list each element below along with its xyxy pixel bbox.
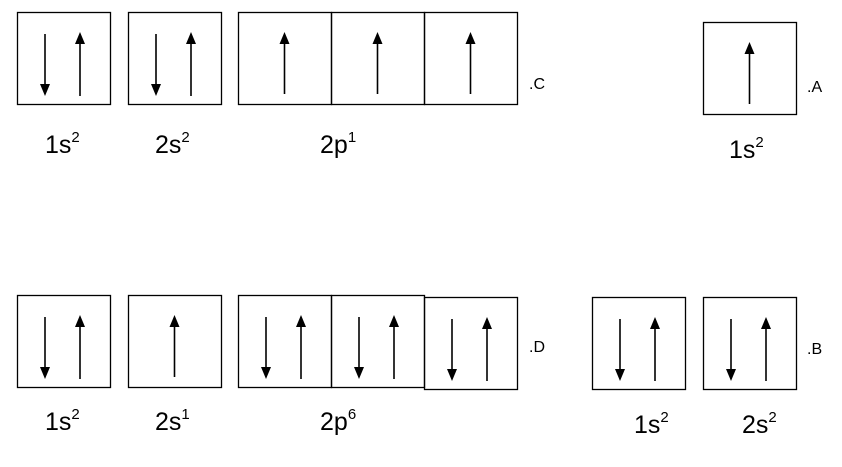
label-b-1s: 1s2 <box>634 409 669 439</box>
electron-up-arrow-icon-head <box>465 32 476 44</box>
option-a-tag: .A <box>807 79 823 96</box>
electron-down-arrow-icon-head <box>447 369 457 381</box>
label-b-2s: 2s2 <box>742 409 777 439</box>
electron-up-arrow-icon-head <box>744 42 755 54</box>
orbital-box-c-2s-1 <box>127 11 223 106</box>
electron-up-arrow-icon-head <box>75 32 85 44</box>
electron-up-arrow-icon-head <box>186 32 196 44</box>
label-c-2s: 2s2 <box>155 129 190 159</box>
electron-down-arrow-icon-head <box>40 367 50 379</box>
label-d-2p: 2p6 <box>320 406 357 436</box>
orbital-box-b-1s-1 <box>591 296 687 391</box>
electron-down-arrow-icon-head <box>615 369 625 381</box>
label-c-2p: 2p1 <box>320 129 357 159</box>
electron-up-arrow-icon-head <box>75 315 85 327</box>
electron-up-arrow-icon-head <box>372 32 383 44</box>
electron-up-arrow-icon-head <box>650 317 660 329</box>
label-d-2s: 2s1 <box>155 406 190 436</box>
electron-up-arrow-icon-head <box>482 317 492 329</box>
electron-up-arrow-icon-head <box>389 315 399 327</box>
electron-up-arrow-icon-head <box>279 32 290 44</box>
orbital-box-d-1s-1 <box>16 294 112 389</box>
orbital-box-d-2p-3 <box>423 296 519 391</box>
orbital-box-c-2p-3 <box>423 11 519 106</box>
electron-down-arrow-icon-head <box>354 367 364 379</box>
option-d-tag: .D <box>529 339 545 356</box>
electron-down-arrow-icon-head <box>40 84 50 96</box>
electron-down-arrow-icon-head <box>151 84 161 96</box>
option-c-tag: .C <box>529 76 545 93</box>
label-a-1s: 1s2 <box>729 134 764 164</box>
electron-down-arrow-icon-head <box>726 369 736 381</box>
electron-up-arrow-icon-head <box>296 315 306 327</box>
orbital-box-d-2p-2 <box>330 294 426 389</box>
orbital-box-d-2s-1 <box>127 294 223 389</box>
electron-up-arrow-icon-head <box>761 317 771 329</box>
option-b-tag: .B <box>807 341 823 358</box>
electron-up-arrow-icon-head <box>169 315 180 327</box>
orbital-box-c-1s-1 <box>16 11 112 106</box>
orbital-box-b-2s-1 <box>702 296 798 391</box>
orbital-box-a-1s-1 <box>702 21 798 116</box>
orbital-box-d-2p-1 <box>237 294 333 389</box>
electron-down-arrow-icon-head <box>261 367 271 379</box>
label-c-1s: 1s2 <box>45 129 80 159</box>
label-d-1s: 1s2 <box>45 406 80 436</box>
